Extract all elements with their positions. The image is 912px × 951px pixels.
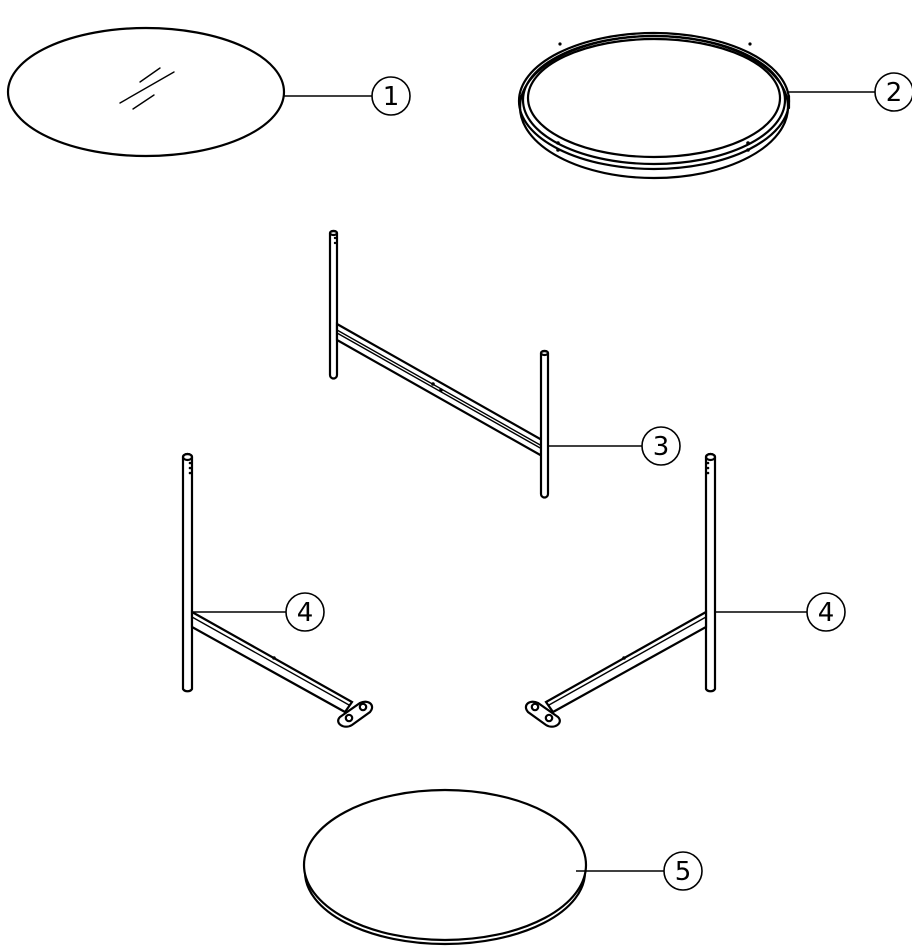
top-ring-frame xyxy=(517,31,791,180)
callout-5-label: 5 xyxy=(675,857,692,887)
side-frame-right xyxy=(524,452,717,728)
callout-1-label: 1 xyxy=(383,82,400,112)
callout-2-label: 2 xyxy=(886,78,903,108)
bottom-shelf xyxy=(302,788,588,946)
glass-top xyxy=(6,26,286,158)
callout-4-right-label: 4 xyxy=(818,598,835,628)
callout-4-right: 4 xyxy=(715,592,846,632)
side-frame-left xyxy=(181,452,374,728)
callout-5: 5 xyxy=(576,851,703,891)
center-frame xyxy=(328,229,550,499)
callout-4-left-label: 4 xyxy=(297,598,314,628)
callout-3: 3 xyxy=(548,426,681,466)
callout-2: 2 xyxy=(788,72,912,112)
callout-3-label: 3 xyxy=(653,432,670,462)
callout-4-left: 4 xyxy=(192,592,325,632)
callout-1: 1 xyxy=(284,76,411,116)
